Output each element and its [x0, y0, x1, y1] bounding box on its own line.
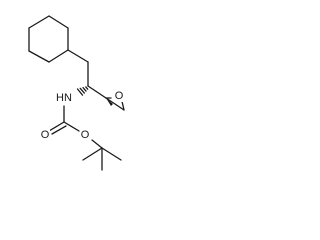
epoxide-oxygen-label: O: [114, 89, 124, 102]
ester-oxygen-label: O: [80, 128, 90, 141]
cyclohexane-ring: [28, 15, 69, 63]
carbonyl-double-bond-2: [51, 125, 67, 135]
hash-line: [79, 87, 85, 94]
ring-bond: [28, 15, 50, 29]
tbu-methyl-bond: [101, 147, 122, 161]
hashed-stereo-bond: [76, 86, 89, 96]
carbonyl-oxygen-label: O: [40, 128, 50, 141]
amine-nitrogen-label: HN: [56, 91, 73, 104]
wedge-stereo-bond: [106, 98, 113, 106]
hash-line: [82, 86, 87, 92]
hash-line: [85, 86, 89, 90]
ring-bond: [48, 15, 69, 29]
ester-oxygen-text: O: [81, 129, 90, 141]
amine-nitrogen-text: HN: [56, 92, 72, 104]
epoxide-oxygen-text: O: [115, 90, 124, 102]
tbu-methyl-bond: [82, 147, 103, 161]
ring-to-ch2-bond: [67, 49, 89, 63]
chemical-structure-diagram: HN O O O: [28, 15, 125, 171]
ring-bond: [28, 50, 50, 63]
ester-o-to-tbu-bond: [91, 139, 103, 149]
carbonyl-double-bond-1: [48, 121, 65, 132]
ch-to-epoxide-bond: [87, 85, 107, 99]
carbonyl-oxygen-text: O: [41, 129, 50, 141]
epoxide-bond: [105, 97, 125, 111]
hash-line: [76, 88, 84, 96]
carbonyl-to-ester-o-bond: [63, 121, 80, 132]
ring-bond: [48, 49, 69, 63]
